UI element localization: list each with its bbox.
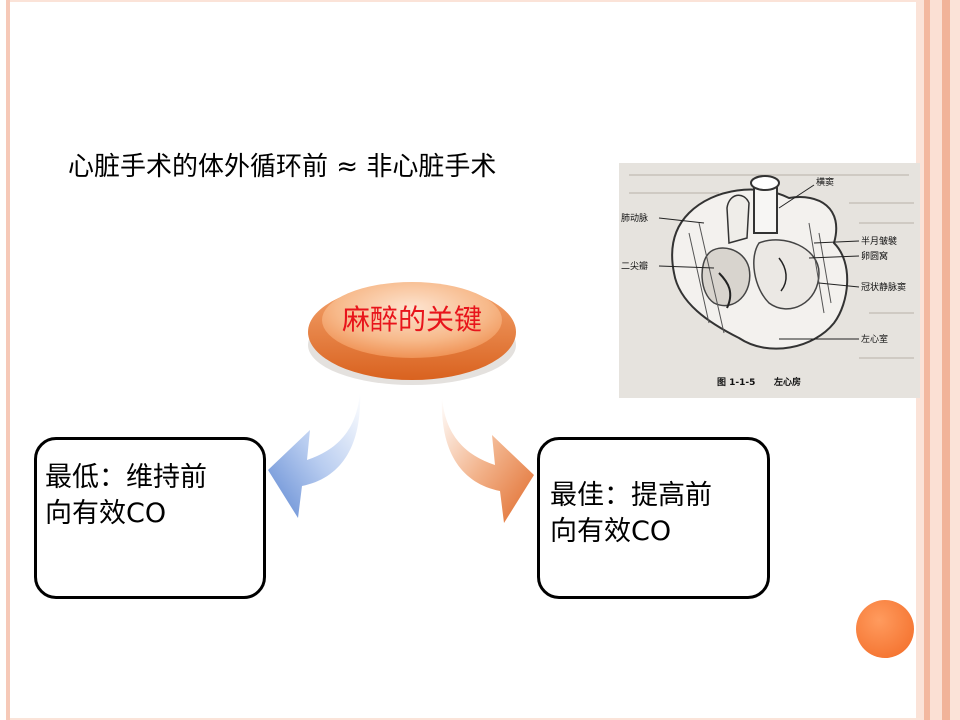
label-semilunar-fold: 半月皱襞 (861, 235, 897, 247)
minimum-goal-box: 最低：维持前 向有效CO (34, 437, 266, 599)
slide-heading: 心脏手术的体外循环前 ≈ 非心脏手术 (68, 152, 497, 182)
label-coronary-sinus: 冠状静脉窦 (861, 281, 906, 293)
heart-illustration: 横窦 肺动脉 二尖瓣 半月皱襞 卵圆窝 冠状静脉窦 左心室 图 1-1-5 左心… (619, 163, 920, 398)
decorative-orange-dot (856, 600, 914, 658)
label-transverse-sinus: 横窦 (816, 176, 834, 188)
optimal-goal-line2: 向有效CO (550, 516, 672, 547)
figure-caption-title: 左心房 (773, 376, 801, 388)
figure-caption-number: 图 1-1-5 (717, 377, 755, 388)
optimal-goal-line1: 最佳：提高前 (550, 480, 712, 511)
label-mitral-valve: 二尖瓣 (621, 260, 648, 272)
slide-frame-top (10, 0, 916, 2)
label-fossa-ovalis: 卵圆窝 (861, 250, 888, 262)
optimal-goal-box: 最佳：提高前 向有效CO (537, 437, 770, 599)
right-curved-arrow (441, 397, 534, 523)
slide-frame-left (6, 0, 10, 720)
anesthesia-key-node: 麻醉的关键 (306, 270, 518, 388)
label-left-ventricle: 左心室 (861, 333, 888, 345)
minimum-goal-line2: 向有效CO (45, 498, 167, 529)
minimum-goal-line1: 最低：维持前 (45, 462, 207, 493)
heart-anatomy-figure: 横窦 肺动脉 二尖瓣 半月皱襞 卵圆窝 冠状静脉窦 左心室 图 1-1-5 左心… (619, 163, 920, 398)
left-curved-arrow (268, 392, 361, 518)
label-pulmonary-artery: 肺动脉 (621, 212, 648, 224)
slide-frame-right (916, 0, 960, 720)
center-button-shape (308, 282, 516, 385)
slide-frame-bottom (10, 718, 916, 720)
center-label: 麻醉的关键 (341, 303, 482, 336)
